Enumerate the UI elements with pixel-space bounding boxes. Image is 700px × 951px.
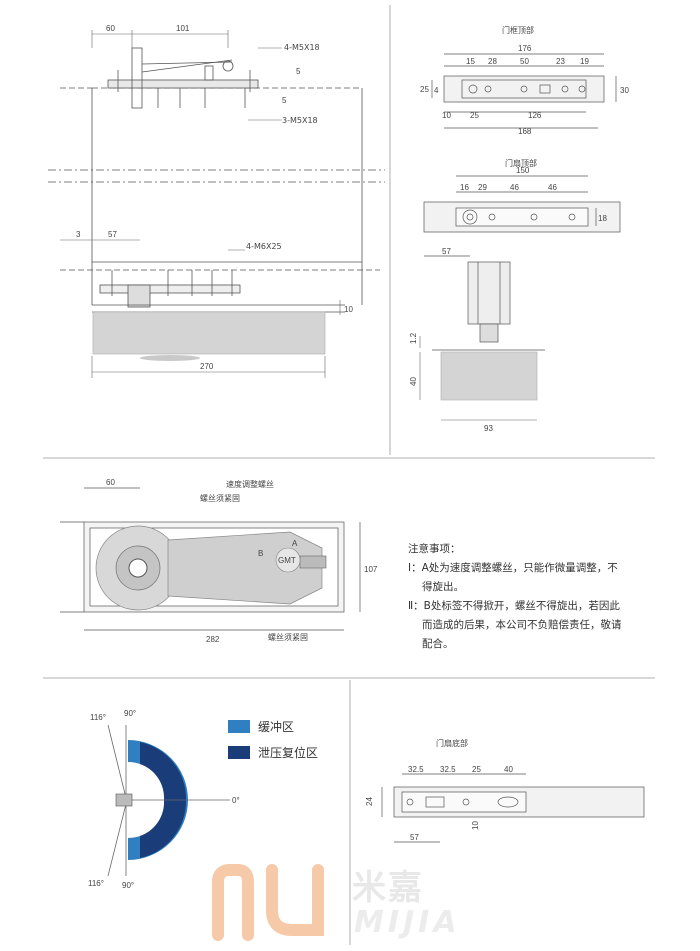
dim-57-bottom: 57 — [410, 833, 419, 842]
dim-5a-side: 5 — [296, 67, 301, 76]
dim-50: 50 — [520, 57, 529, 66]
notes-block: 注意事项： Ⅰ：A处为速度调整螺丝，只能作微量调整，不 得旋出。 Ⅱ：B处标签不… — [408, 540, 668, 654]
zone-legend: 缓冲区 泄压复位区 — [228, 715, 318, 767]
note-2-line-1: Ⅱ：B处标签不得掀开，螺丝不得旋出，若因此 — [408, 600, 620, 612]
legend-buffer-label: 缓冲区 — [258, 719, 295, 734]
gmt-logo-mark — [275, 547, 301, 573]
closer-body-shadow — [140, 355, 200, 361]
dim-57-leaf: 57 — [442, 247, 451, 256]
dim-60-side: 60 — [106, 24, 115, 33]
dim-30-frame: 30 — [620, 86, 629, 95]
screw-label-bottom: 4-M6X25 — [246, 242, 282, 251]
dim-25-bottom: 25 — [472, 765, 481, 774]
dim-57-side: 57 — [108, 230, 117, 239]
body-side-dims — [419, 336, 537, 421]
brand-name-en: MIJIA — [354, 905, 461, 940]
legend-reset: 泄压复位区 — [228, 741, 318, 763]
dim-25b-frame: 25 — [470, 111, 479, 120]
dim-10-side: 10 — [344, 305, 353, 314]
note-2-line-3: 配合。 — [422, 638, 454, 650]
screw-label-top: 4-M5X18 — [284, 43, 320, 52]
leaf-bottom-view — [381, 773, 645, 843]
plan-arm-body — [167, 531, 323, 605]
screw-label-mid: 3-M5X18 — [282, 116, 318, 125]
dim-32-5a: 32.5 — [408, 765, 424, 774]
dim-107: 107 — [364, 565, 378, 574]
dim-18: 18 — [598, 214, 607, 223]
mijia-logo-mark — [212, 864, 324, 941]
dim-10-frame: 10 — [442, 111, 451, 120]
closer-body-side — [92, 311, 326, 355]
angle-90-top: 90° — [124, 709, 136, 718]
dim-40-bottom: 40 — [504, 765, 513, 774]
lock-screw-label-bottom: 螺丝须紧固 — [268, 632, 308, 642]
angle-pivot — [115, 793, 133, 807]
dim-28: 28 — [488, 57, 497, 66]
leaf-bottom-title: 门扇底部 — [436, 738, 468, 748]
dim-10-bottom: 10 — [471, 821, 480, 830]
dim-19: 19 — [580, 57, 589, 66]
dim-24-bottom: 24 — [365, 797, 374, 806]
plan-label-a: A — [292, 539, 298, 548]
plan-valve — [299, 555, 327, 569]
body-side-view — [432, 261, 545, 351]
dim-126: 126 — [528, 111, 542, 120]
reset-zone-arc-lower — [140, 800, 187, 858]
reset-zone-arc — [140, 742, 187, 800]
dim-93: 93 — [484, 424, 493, 433]
dim-46b: 46 — [548, 183, 557, 192]
frame-top-title-text: 门框顶部 — [502, 25, 534, 35]
notes-title: 注意事项： — [408, 543, 461, 555]
dim-32-5b: 32.5 — [440, 765, 456, 774]
lock-screw-label-top: 螺丝须紧固 — [200, 493, 240, 503]
dim-176: 176 — [518, 44, 532, 53]
section-dividers — [43, 5, 655, 945]
dim-25-frame: 25 — [420, 85, 429, 94]
angle-90-bottom: 90° — [122, 881, 134, 890]
side-elevation — [48, 47, 385, 313]
leaf-top-view — [423, 175, 621, 257]
angle-116-bottom: 116° — [88, 879, 104, 888]
note-1-line-2: 得旋出。 — [422, 581, 464, 593]
dim-1-2: 1.2 — [409, 332, 418, 344]
dim-23: 23 — [556, 57, 565, 66]
dim-16: 16 — [460, 183, 469, 192]
dim-150: 150 — [516, 166, 530, 175]
plan-pivot-spindle — [128, 558, 148, 578]
dim-4-frame: 4 — [434, 86, 439, 95]
dim-168: 168 — [518, 127, 532, 136]
legend-buffer: 缓冲区 — [228, 715, 318, 737]
leaf-top-title: 门扇顶部 — [505, 158, 537, 168]
dim-15: 15 — [466, 57, 475, 66]
dim-5b-side: 5 — [282, 96, 287, 105]
note-1-line-1: Ⅰ：A处为速度调整螺丝，只能作微量调整，不 — [408, 562, 618, 574]
dim-101-side: 101 — [176, 24, 190, 33]
gmt-logo-text: GMT — [278, 556, 296, 565]
dim-40: 40 — [409, 377, 418, 386]
side-dimension-lines — [60, 30, 341, 378]
dim-60-plan: 60 — [106, 478, 115, 487]
body-side-block — [440, 351, 538, 401]
dim-46a: 46 — [510, 183, 519, 192]
angle-0: 0° — [232, 796, 240, 805]
legend-reset-swatch — [228, 745, 250, 759]
legend-buffer-swatch — [228, 719, 250, 733]
speed-screw-label: 速度调整螺丝 — [226, 479, 274, 489]
dim-29: 29 — [478, 183, 487, 192]
angle-116-top: 116° — [90, 713, 106, 722]
legend-reset-label: 泄压复位区 — [258, 745, 319, 760]
plan-label-b: B — [258, 549, 263, 558]
dim-3-side: 3 — [76, 230, 81, 239]
dim-270-side: 270 — [200, 362, 214, 371]
brand-name-cn: 米嘉 — [352, 868, 424, 908]
frame-top-view — [431, 53, 617, 129]
dim-282: 282 — [206, 635, 220, 644]
note-2-line-2: 而造成的后果，本公司不负赔偿责任，敬请 — [422, 619, 622, 631]
